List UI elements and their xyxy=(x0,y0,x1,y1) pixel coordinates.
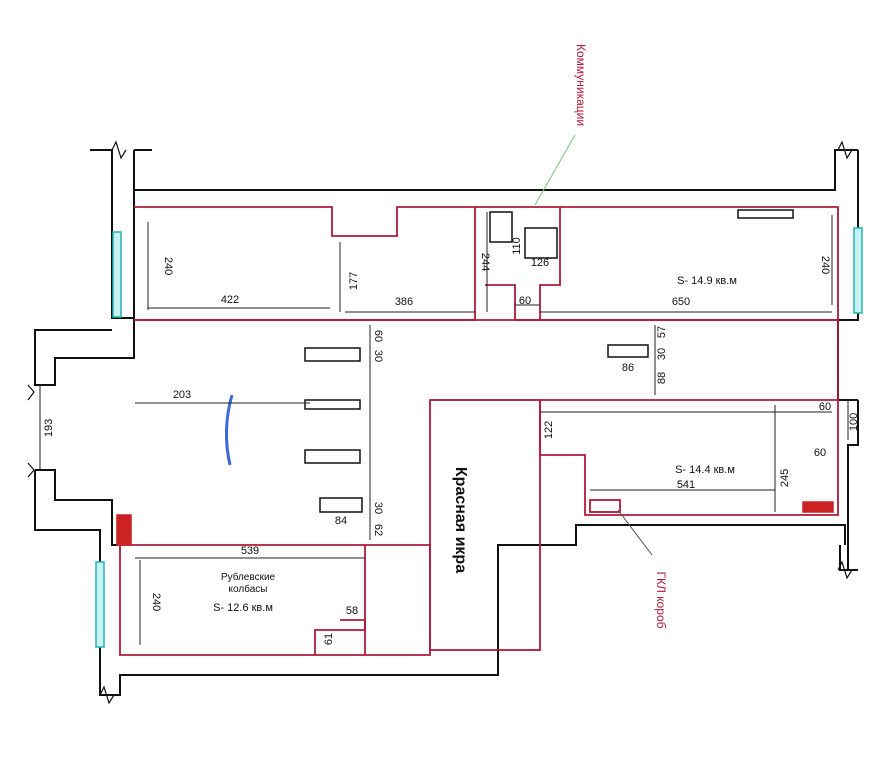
dim-541: 541 xyxy=(677,479,695,491)
dim-126: 126 xyxy=(531,257,549,269)
dim-193: 193 xyxy=(43,419,55,437)
dimension-lines xyxy=(39,212,849,645)
dim-88: 88 xyxy=(656,372,668,384)
dim-60-a: 60 xyxy=(519,295,531,307)
label-communications: Коммуникации xyxy=(574,44,588,126)
dim-539: 539 xyxy=(241,545,259,557)
gkl-leader xyxy=(617,509,653,556)
dimension-labels: 240 422 177 386 244 110 126 60 650 240 6… xyxy=(43,237,860,645)
dim-60-c: 60 xyxy=(819,401,831,413)
area-room-right-top: S- 14.9 кв.м xyxy=(677,275,737,287)
dim-240-c: 240 xyxy=(150,593,162,611)
furniture xyxy=(116,209,834,546)
dim-30-a: 30 xyxy=(372,350,384,362)
dim-110: 110 xyxy=(511,237,523,255)
label-kolbasy: колбасы xyxy=(229,583,268,595)
dim-61: 61 xyxy=(323,633,335,645)
dim-386: 386 xyxy=(395,296,413,308)
outer-walls xyxy=(34,149,859,696)
dim-57: 57 xyxy=(656,326,668,338)
dim-100: 100 xyxy=(848,413,860,431)
label-gkl-box: ГКЛ короб xyxy=(654,572,668,629)
dim-62: 62 xyxy=(372,524,384,536)
dim-30-b: 30 xyxy=(656,348,668,360)
dim-30-c: 30 xyxy=(372,502,384,514)
communications-leader xyxy=(534,134,576,206)
dim-245: 245 xyxy=(779,469,791,487)
window-left-bottom xyxy=(95,561,105,648)
red-caviar-block xyxy=(429,399,541,651)
dim-422: 422 xyxy=(221,294,239,306)
dim-240-a: 240 xyxy=(162,257,174,275)
label-rublevskie: Рублевские xyxy=(221,571,276,583)
dim-203: 203 xyxy=(173,389,191,401)
dim-84: 84 xyxy=(335,515,347,527)
dim-60-d: 60 xyxy=(814,447,826,459)
dim-244: 244 xyxy=(479,253,491,271)
break-marks xyxy=(27,140,853,705)
area-room-left-bottom: S- 12.6 кв.м xyxy=(213,602,273,614)
room-outlines xyxy=(119,206,839,656)
dim-60-b: 60 xyxy=(372,330,384,342)
dim-86: 86 xyxy=(622,362,634,374)
dim-240-b: 240 xyxy=(819,256,831,274)
dim-650: 650 xyxy=(672,296,690,308)
area-room-right-mid: S- 14.4 кв.м xyxy=(675,464,735,476)
dim-177: 177 xyxy=(348,272,360,290)
window-left-top xyxy=(112,231,122,318)
pen-mark xyxy=(224,394,234,466)
window-right-top xyxy=(853,227,863,314)
dim-122: 122 xyxy=(543,421,555,439)
dim-58: 58 xyxy=(346,605,358,617)
label-red-caviar: Красная икра xyxy=(452,467,469,573)
